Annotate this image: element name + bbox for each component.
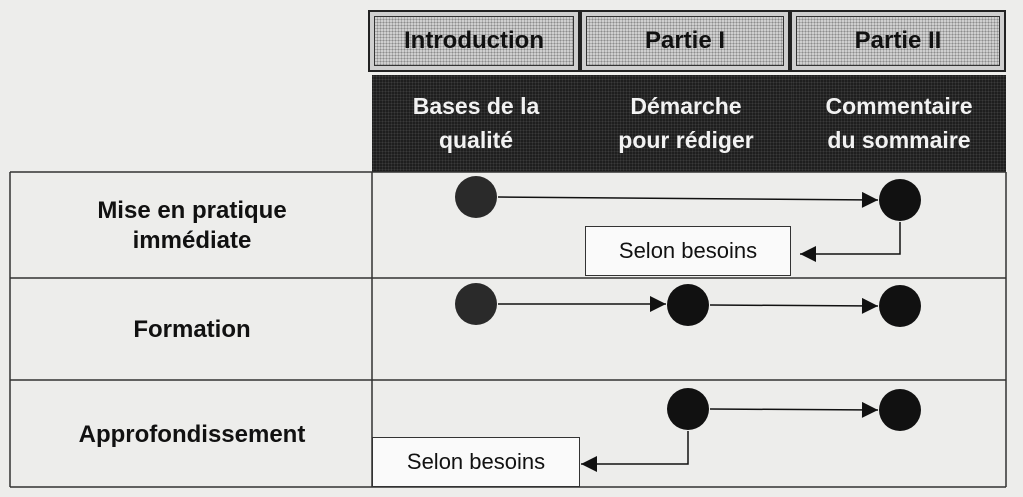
arrow-row2-2 [709, 297, 879, 314]
arrow-row3-main [709, 401, 879, 418]
row-label-line: immédiate [132, 227, 252, 254]
dot-row3-partie-1 [667, 388, 709, 430]
subheader-line: du sommaire [827, 126, 971, 153]
column-header-partie-2: Partie II [790, 10, 1006, 72]
dot-row2-partie-1 [667, 284, 709, 326]
column-header-partie-1: Partie I [580, 10, 790, 72]
dot-row2-introduction [455, 283, 497, 325]
subheader-line: Bases de la [412, 93, 540, 120]
arrow-row1-main [497, 191, 879, 208]
dot-row1-partie-2 [879, 179, 921, 221]
arrow-row1-return [800, 222, 901, 262]
table-grid [9, 171, 1007, 488]
dot-row1-introduction [455, 176, 497, 218]
column-subheader-introduction: Bases de la qualité [372, 75, 580, 172]
column-subheader-partie-2: Commentaire du sommaire [792, 75, 1006, 172]
row-2-flow [455, 283, 921, 327]
subheader-line: qualité [438, 126, 514, 153]
row-3-flow [581, 388, 921, 472]
column-header-introduction: Introduction [368, 10, 580, 72]
subheader-line: pour rédiger [618, 126, 754, 153]
subheader-line: Démarche [630, 93, 742, 120]
row-label-formation: Formation [133, 316, 251, 343]
dot-row2-partie-2 [879, 285, 921, 327]
dot-row3-partie-2 [879, 389, 921, 431]
row-label-approfondissement: Approfondissement [78, 420, 306, 448]
column-subheader-partie-1: Démarche pour rédiger [580, 75, 792, 172]
arrow-row3-return [581, 431, 689, 472]
row-label-mise-en-pratique: Mise en pratique immédiate [12, 174, 372, 278]
note-selon-besoins-row3: Selon besoins [372, 437, 580, 487]
row-label-line: Mise en pratique [97, 197, 287, 224]
row-1-flow [455, 176, 921, 262]
subheader-line: Commentaire [825, 93, 973, 120]
note-selon-besoins-row1: Selon besoins [585, 226, 791, 276]
